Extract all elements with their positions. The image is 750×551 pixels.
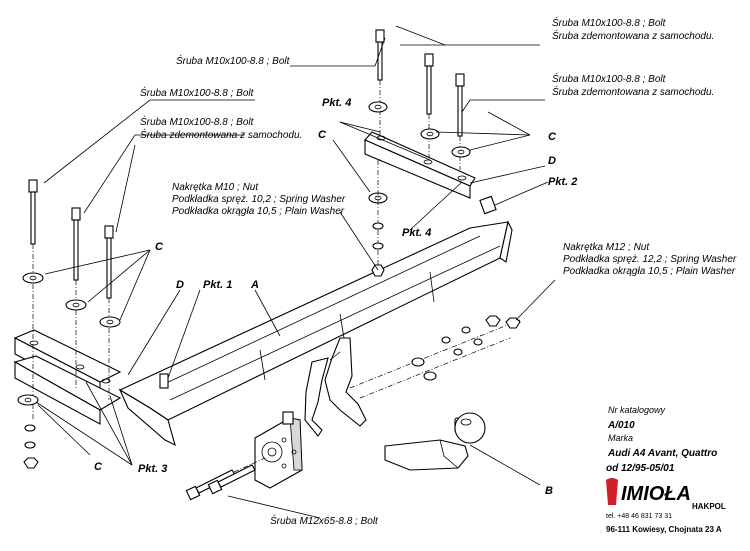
bolt-bottom-2	[207, 464, 256, 495]
washer-hole	[426, 131, 434, 137]
bolt-left-1	[28, 179, 38, 420]
label-nut-m10-3: Podkładka okrągła 10,5 ; Plain Washer	[172, 206, 345, 217]
label-bolt-top-right-2b: Śruba zdemontowana z samochodu.	[552, 85, 714, 98]
leader-lines	[35, 25, 556, 519]
catalog-label: Nr katalogowy	[608, 405, 666, 415]
washer-hole	[106, 319, 114, 325]
catalog-value: A/010	[607, 420, 635, 431]
marker-c-right: C	[548, 131, 557, 143]
label-bolt-left-2b: Śruba zdemontowana z samochodu.	[140, 128, 302, 141]
crossbar-a	[118, 195, 513, 447]
marker-pkt2: Pkt. 2	[548, 176, 577, 188]
washer	[65, 299, 87, 311]
label-nut-m10-2: Podkładka spręż. 10,2 ; Spring Washer	[172, 194, 346, 205]
label-nut-m12-3: Podkładka okrągła 10,5 ; Plain Washer	[563, 266, 736, 277]
marker-d-left: D	[176, 279, 184, 291]
bracket-d-right	[364, 131, 476, 199]
bolt-left-3	[104, 225, 114, 400]
spring-washer	[372, 222, 384, 230]
washer	[22, 272, 44, 284]
label-bolt-bottom: Śruba M12x65-8.8 ; Bolt	[270, 514, 379, 527]
nut	[485, 315, 501, 327]
washer	[420, 128, 440, 140]
make-label: Marka	[608, 433, 633, 443]
label-nut-m10-1: Nakrętka M10 ; Nut	[172, 182, 259, 193]
washer	[451, 146, 471, 158]
marker-c-bottom: C	[94, 461, 103, 473]
marker-pkt3: Pkt. 3	[138, 463, 167, 475]
bolt-top-right-2	[424, 53, 434, 160]
marker-pkt4-mid: Pkt. 4	[402, 227, 431, 239]
towball-neck	[304, 337, 367, 437]
bolt-left-2	[71, 207, 81, 390]
brand-name: IMIOŁA	[621, 483, 691, 505]
address-text: 96-111 Kowiesy, Chojnata 23 A	[606, 525, 722, 534]
label-bolt-top-right-1: Śruba M10x100-8.8 ; Bolt	[552, 16, 667, 29]
towball-b	[384, 412, 486, 471]
info-block: Nr katalogowy A/010 Marka Audi A4 Avant,…	[606, 405, 726, 534]
spring-washer	[372, 242, 384, 250]
label-nut-m12-2: Podkładka spręż. 12,2 ; Spring Washer	[563, 254, 737, 265]
label-bolt-top-right-2: Śruba M10x100-8.8 ; Bolt	[552, 72, 667, 85]
washer	[368, 101, 388, 113]
nut	[371, 264, 385, 277]
marker-c-mid: C	[318, 129, 327, 141]
washer-hole	[72, 302, 80, 308]
make-value: Audi A4 Avant, Quattro	[607, 448, 717, 459]
socket-plate	[254, 411, 303, 489]
label-bolt-top-center: Śruba M10x100-8.8 ; Bolt	[176, 54, 291, 67]
brand-sub: HAKPOL	[692, 502, 726, 511]
spring-washer	[24, 441, 36, 449]
marker-b: B	[545, 485, 553, 497]
washer	[99, 316, 121, 328]
label-nut-m12-1: Nakrętka M12 ; Nut	[563, 242, 650, 253]
nut	[505, 317, 521, 329]
years-value: od 12/95-05/01	[606, 463, 675, 474]
marker-a: A	[250, 279, 259, 291]
marker-pkt4-top: Pkt. 4	[322, 97, 351, 109]
label-bolt-top-right-1b: Śruba zdemontowana z samochodu.	[552, 29, 714, 42]
washer-hole	[24, 397, 32, 403]
label-bolt-left-1: Śruba M10x100-8.8 ; Bolt	[140, 86, 255, 99]
nut	[23, 457, 39, 469]
bolt-top-right-1	[375, 29, 385, 150]
marker-d-right: D	[548, 155, 556, 167]
marker-c-left: C	[155, 241, 164, 253]
brand-logo: IMIOŁA HAKPOL	[606, 478, 726, 511]
washer	[17, 394, 39, 406]
nut-stack-m12	[349, 315, 521, 399]
washer-hole	[374, 195, 382, 201]
washer-hole	[374, 104, 382, 110]
washer-hole	[457, 149, 465, 155]
spring-washer	[24, 424, 36, 432]
label-bolt-left-2: Śruba M10x100-8.8 ; Bolt	[140, 115, 255, 128]
phone-text: tel. +48 46 831 73 31	[606, 513, 672, 520]
washer-hole	[29, 275, 37, 281]
marker-pkt1: Pkt. 1	[203, 279, 232, 291]
